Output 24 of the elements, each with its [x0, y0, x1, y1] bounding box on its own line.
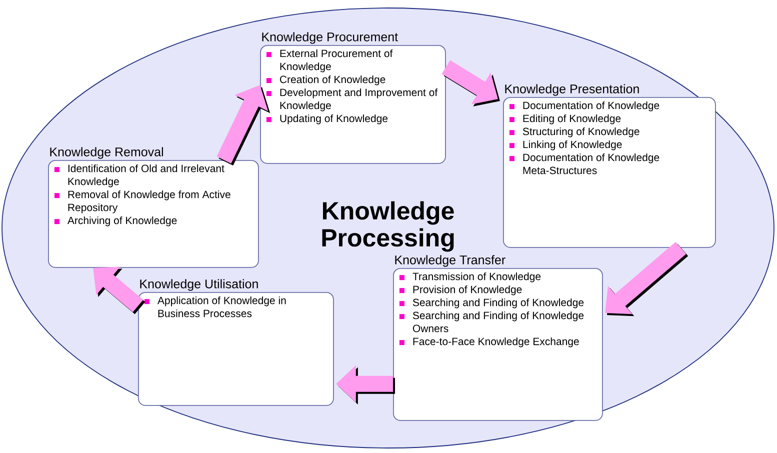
- list-item: Face-to-Face Knowledge Exchange: [399, 337, 579, 348]
- list-item: Identification of Old and Irrelevant Knowledge: [54, 164, 224, 188]
- list-item: Updating of Knowledge: [266, 114, 388, 124]
- box-heading: Knowledge Removal: [50, 147, 163, 159]
- list-item: Documentation of Knowledge Meta-Structures: [509, 153, 660, 174]
- list-item: Searching and Finding of Knowledge Owners: [399, 311, 584, 332]
- list-item: External Procurement of Knowledge: [266, 49, 393, 72]
- list-item: Provision of Knowledge: [399, 285, 522, 296]
- list-item: Archiving of Knowledge: [54, 216, 177, 226]
- block-arrow: [93, 266, 146, 314]
- list-item: Structuring of Knowledge: [509, 127, 640, 138]
- list-item: Documentation of Knowledge: [509, 101, 660, 112]
- list-item: Transmission of Knowledge: [399, 272, 541, 282]
- box-heading: Knowledge Presentation: [505, 84, 639, 96]
- list-item: Removal of Knowledge from Active Repository: [54, 190, 230, 214]
- list-item: Creation of Knowledge: [266, 75, 386, 86]
- list-item: Editing of Knowledge: [509, 114, 621, 124]
- box-heading: Knowledge Procurement: [262, 32, 398, 44]
- list-item: Linking of Knowledge: [509, 140, 622, 150]
- box-heading: Knowledge Transfer: [395, 255, 506, 267]
- box-heading: Knowledge Utilisation: [140, 279, 258, 291]
- list-item: Development and Improvement of Knowledge: [266, 88, 438, 112]
- list-item: Application of Knowledge in Business Processes: [144, 296, 286, 318]
- list-item: Searching and Finding of Knowledge: [399, 298, 584, 308]
